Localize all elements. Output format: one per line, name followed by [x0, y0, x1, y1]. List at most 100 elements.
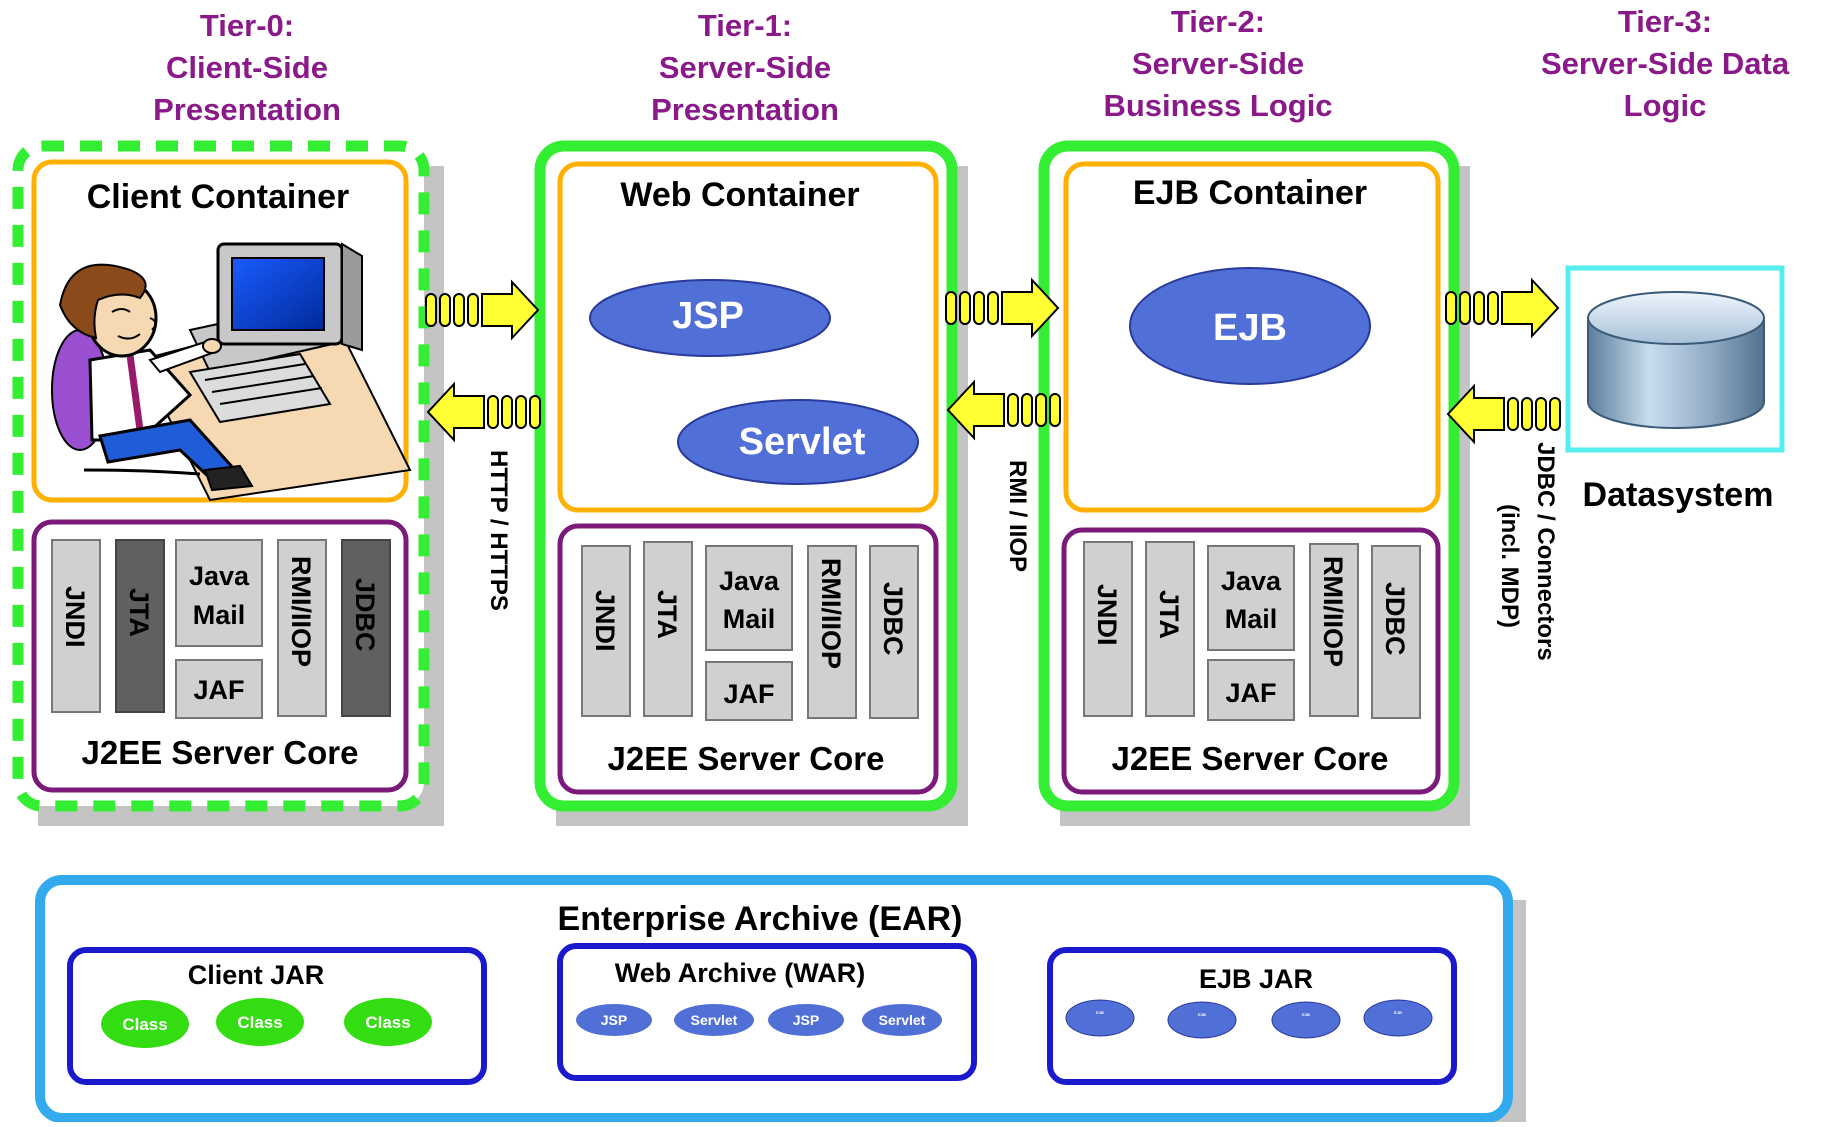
ejb-rmi-block: [1309, 543, 1359, 717]
datasystem-label: Datasystem: [1583, 476, 1774, 514]
ejb-jar-components: EJB EJB EJB EJB: [1065, 999, 1433, 1039]
client-api-stack: JNDI JTA Java Mail JAF RMI/IIOP JDBC: [51, 539, 391, 719]
ear-title: Enterprise Archive (EAR): [558, 900, 963, 938]
web-jndi-block: [581, 545, 631, 717]
servlet-component-label: Servlet: [739, 421, 866, 463]
war-servlet-item: [674, 1004, 754, 1036]
ejb-javamail-label-2: Mail: [1225, 604, 1278, 634]
ejb-javamail-block: [1207, 545, 1295, 651]
ejb-rmi-label: RMI/IIOP: [1318, 556, 1348, 667]
tier-2-line-1: Tier-2:: [1171, 4, 1265, 39]
war-components: JSP Servlet JSP Servlet: [576, 1004, 942, 1036]
jdbc-protocol-label-1: JDBC / Connectors: [1532, 442, 1559, 661]
tier-1-line-3: Presentation: [651, 92, 839, 127]
client-jndi-label: JNDI: [60, 586, 90, 648]
web-rmi-label: RMI/IIOP: [816, 558, 846, 669]
web-api-stack: JNDI JTA Java Mail JAF RMI/IIOP JDBC: [581, 541, 919, 721]
ejb-jta-label: JTA: [1154, 590, 1184, 639]
client-jdbc-label: JDBC: [350, 578, 380, 652]
ejb-item: [1065, 999, 1135, 1037]
war-jsp-item: [576, 1004, 652, 1036]
tier-0-line-2: Client-Side: [166, 50, 328, 85]
client-javamail-label-1: Java: [189, 561, 250, 591]
client-jta-label: JTA: [124, 588, 154, 637]
web-javamail-label-1: Java: [719, 566, 780, 596]
ejb-item: [1167, 1001, 1237, 1039]
client-rmi-block: [277, 539, 327, 717]
client-container-title: Client Container: [87, 178, 350, 216]
class-item: [216, 998, 304, 1046]
jsp-component: [589, 279, 831, 357]
client-javamail-block: [175, 539, 263, 647]
client-rmi-label: RMI/IIOP: [286, 556, 316, 667]
web-server-core-label: J2EE Server Core: [607, 740, 884, 777]
client-jta-block: [115, 539, 165, 713]
ejb-component: [1129, 267, 1371, 385]
war-jsp-item: [768, 1004, 844, 1036]
class-item-label: Class: [365, 1013, 410, 1032]
ejb-jar-label: EJB JAR: [1199, 964, 1313, 994]
web-javamail-block: [705, 545, 793, 651]
web-container-title: Web Container: [620, 176, 859, 214]
web-jta-block: [643, 541, 693, 717]
ejb-jdbc-block: [1371, 545, 1421, 719]
web-jaf-block: [705, 661, 793, 721]
client-jar-label: Client JAR: [188, 960, 325, 990]
ejb-jndi-label: JNDI: [1092, 584, 1122, 646]
tier-2-line-2: Server-Side: [1132, 46, 1304, 81]
tier-3-line-1: Tier-3:: [1618, 4, 1712, 39]
ejb-item-label: EJB: [1394, 1010, 1402, 1015]
jdbc-protocol-label-2: (incl. MDP): [1496, 504, 1523, 628]
war-servlet-label: Servlet: [879, 1012, 926, 1028]
client-server-core-label: J2EE Server Core: [81, 734, 358, 771]
ejb-item-label: EJB: [1096, 1010, 1104, 1015]
ejb-item: [1271, 1001, 1341, 1039]
web-jta-label: JTA: [652, 590, 682, 639]
tier-2-line-3: Business Logic: [1103, 88, 1332, 123]
ejb-jar-box: [1047, 947, 1457, 1085]
tier-1-heading: Tier-1: Server-Side Presentation: [651, 8, 839, 127]
web-jaf-label: JAF: [723, 679, 774, 709]
ejb-jdbc-label: JDBC: [1380, 582, 1410, 656]
client-jaf-block: [175, 659, 263, 719]
web-jndi-label: JNDI: [590, 590, 620, 652]
class-item-label: Class: [122, 1015, 167, 1034]
client-jndi-block: [51, 539, 101, 713]
tier-1-line-1: Tier-1:: [698, 8, 792, 43]
ejb-jndi-block: [1083, 541, 1133, 717]
ejb-javamail-label-1: Java: [1221, 566, 1282, 596]
war-jsp-label: JSP: [601, 1012, 627, 1028]
rmi-protocol-label: RMI / IIOP: [1004, 460, 1031, 572]
war-servlet-item: [862, 1004, 942, 1036]
web-jdbc-block: [869, 545, 919, 719]
ejb-jaf-label: JAF: [1225, 678, 1276, 708]
ejb-jta-block: [1145, 541, 1195, 717]
class-item-label: Class: [237, 1013, 282, 1032]
jsp-component-label: JSP: [672, 295, 744, 337]
person-at-computer-illustration: [51, 242, 412, 502]
tier-3-line-2: Server-Side Data: [1541, 46, 1790, 81]
ejb-item-label: EJB: [1302, 1012, 1310, 1017]
ejb-item-label: EJB: [1198, 1012, 1206, 1017]
http-protocol-label: HTTP / HTTPS: [485, 450, 512, 611]
war-box: [557, 943, 977, 1081]
tier-1-line-2: Server-Side: [659, 50, 831, 85]
ejb-server-core-label: J2EE Server Core: [1111, 740, 1388, 777]
ejb-container-title: EJB Container: [1133, 174, 1367, 212]
web-jdbc-label: JDBC: [878, 582, 908, 656]
database-cylinder-icon: [1587, 291, 1765, 429]
servlet-component: [677, 399, 919, 485]
web-to-client-arrow: [427, 383, 541, 441]
tier-3-line-3: Logic: [1624, 88, 1707, 123]
tier-0-line-3: Presentation: [153, 92, 341, 127]
war-servlet-label: Servlet: [691, 1012, 738, 1028]
client-javamail-label-2: Mail: [193, 600, 246, 630]
web-rmi-block: [807, 545, 857, 719]
tier-0-line-1: Tier-0:: [200, 8, 294, 43]
class-item: [101, 1000, 189, 1048]
ejb-jaf-block: [1207, 659, 1295, 721]
ejb-item: [1363, 999, 1433, 1037]
tier-0-heading: Tier-0: Client-Side Presentation: [153, 8, 341, 127]
